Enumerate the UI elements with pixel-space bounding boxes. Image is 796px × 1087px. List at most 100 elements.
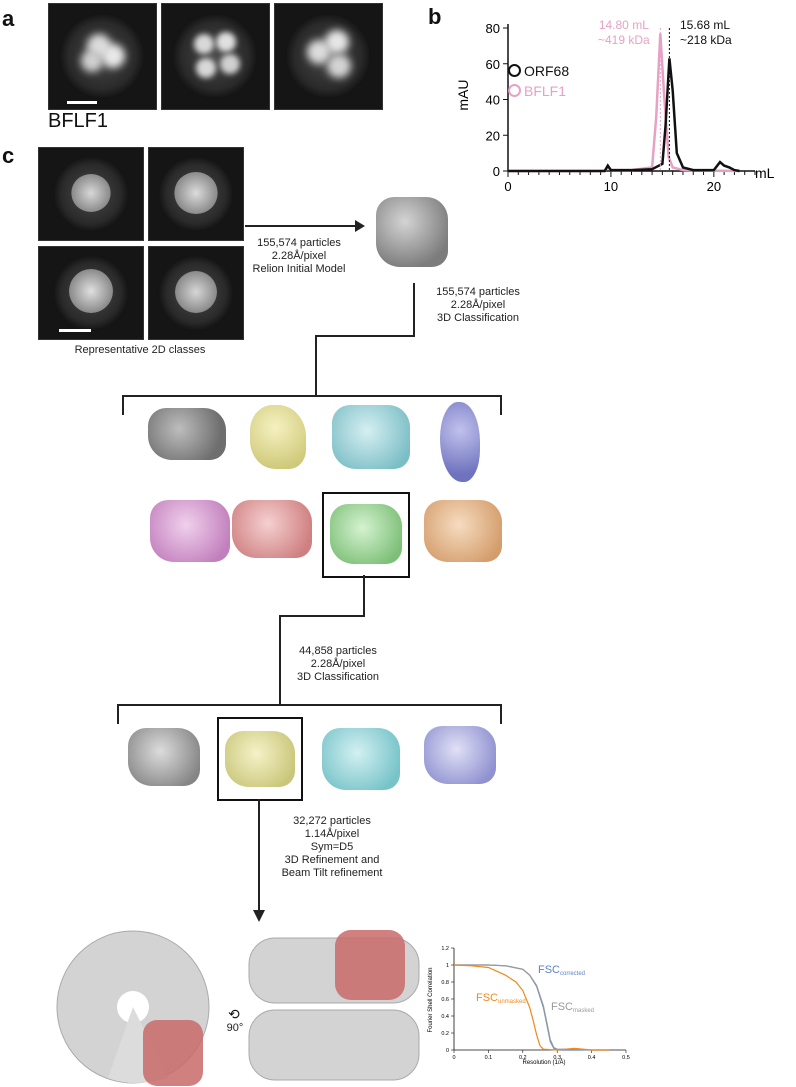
sec-ytick-label: 60 xyxy=(486,57,500,72)
step1-method: Relion Initial Model xyxy=(252,263,346,275)
step3-particles: 44,858 particles xyxy=(299,645,377,657)
panel-a-letter: a xyxy=(2,6,15,31)
final-map-top-view xyxy=(56,930,210,1086)
connector-3c xyxy=(279,615,281,705)
connector-3b xyxy=(279,615,365,617)
fsc-ylabel: Fourier Shell Correlation xyxy=(428,967,434,1032)
sec-series-orf68 xyxy=(508,58,740,173)
bracket-2-left xyxy=(117,704,119,724)
fsc-ytick-label: 0.8 xyxy=(441,980,449,986)
fsc-masked-label: FSCmasked xyxy=(551,1001,594,1014)
class-3d-3-3 xyxy=(322,728,400,790)
sec-xtick-label: 10 xyxy=(604,179,618,194)
panel-a-label: BFLF1 xyxy=(48,110,109,132)
class-2d-3 xyxy=(38,246,144,340)
step4-symmetry: Sym=D5 xyxy=(310,841,354,853)
selected-class-box-2 xyxy=(217,717,303,801)
sec-ytick-label: 0 xyxy=(493,164,500,179)
arrow-initial-model xyxy=(245,225,355,227)
fsc-ytick-label: 0.2 xyxy=(441,1031,449,1037)
step2-method: 3D Classification xyxy=(437,312,519,324)
step2-particles: 155,574 particles xyxy=(436,286,520,298)
em-class-image-1 xyxy=(48,3,157,110)
fsc-xlabel: Resolution (1/Å) xyxy=(522,1059,565,1066)
sec-xtick-label: 0 xyxy=(504,179,511,194)
fsc-xtick-label: 0 xyxy=(452,1055,455,1061)
step4-particles: 32,272 particles xyxy=(293,815,371,827)
legend-bflf1-marker xyxy=(508,84,521,97)
class-3d-3-2 xyxy=(225,731,295,787)
panel-c-letter: c xyxy=(2,143,15,168)
legend-bflf1-label: BFLF1 xyxy=(524,83,567,99)
class-3d-1-1 xyxy=(148,408,226,460)
fsc-ytick-label: 0.4 xyxy=(441,1014,449,1020)
step1-text: 155,574 particles 2.28Å/pixel Relion Ini… xyxy=(243,237,355,276)
step2-pixel: 2.28Å/pixel xyxy=(450,299,506,311)
rotation-label: 90° xyxy=(226,1022,244,1034)
step4-method-1: 3D Refinement and xyxy=(284,854,380,866)
fsc-ytick-label: 1.2 xyxy=(441,946,449,952)
fsc-xtick-label: 0.3 xyxy=(553,1055,561,1061)
sec-xlabel: mL xyxy=(755,165,775,181)
em-class-image-2 xyxy=(161,3,270,110)
class-3d-1-3 xyxy=(332,405,410,469)
fsc-ytick-label: 1 xyxy=(446,963,449,969)
peak2-ml: 15.68 mL xyxy=(680,18,731,32)
step1-pixel: 2.28Å/pixel xyxy=(271,250,327,262)
step3-method: 3D Classification xyxy=(297,671,379,683)
class-3d-2-4 xyxy=(424,500,502,562)
peak1-kda: ~419 kDa xyxy=(598,33,650,47)
scale-bar xyxy=(67,101,97,104)
sec-ytick-label: 80 xyxy=(486,21,500,36)
class-3d-1-2 xyxy=(250,405,306,469)
step4-text: 32,272 particles 1.14Å/pixel Sym=D5 3D R… xyxy=(262,815,402,880)
connector-4 xyxy=(258,799,260,911)
class-2d-1 xyxy=(38,147,144,241)
class-3d-3-1 xyxy=(128,728,200,786)
fsc-series-fsc-masked xyxy=(454,964,609,1051)
bracket-1-right xyxy=(500,395,502,415)
sec-xtick-label: 20 xyxy=(707,179,721,194)
fsc-series-fsc-unmasked xyxy=(453,964,609,1051)
class-3d-3-4 xyxy=(424,726,496,784)
class-2d-2 xyxy=(148,147,244,241)
peak2-kda: ~218 kDa xyxy=(680,33,732,47)
fsc-xtick-label: 0.1 xyxy=(485,1055,493,1061)
subunit-highlight-side xyxy=(335,930,405,1000)
legend-bflf1: BFLF1 xyxy=(508,81,569,101)
peak1-annotation: 14.80 mL ~419 kDa xyxy=(598,18,650,48)
class-3d-2-3 xyxy=(330,504,402,564)
sec-ytick-label: 40 xyxy=(486,93,500,108)
classes-caption: Representative 2D classes xyxy=(74,344,206,356)
bracket-1 xyxy=(122,395,502,397)
fsc-unmasked-label: FSCunmasked xyxy=(476,992,526,1005)
sec-series-bflf1 xyxy=(508,33,740,173)
selected-class-box-1 xyxy=(322,492,410,578)
fsc-ytick-label: 0.6 xyxy=(441,997,449,1003)
class-3d-2-2 xyxy=(232,500,312,558)
bracket-1-left xyxy=(122,395,124,415)
step3-pixel: 2.28Å/pixel xyxy=(310,658,366,670)
step3-text: 44,858 particles 2.28Å/pixel 3D Classifi… xyxy=(283,645,393,684)
class-2d-4 xyxy=(148,246,244,340)
em-class-image-3 xyxy=(274,3,383,110)
subunit-highlight-top xyxy=(143,1020,203,1086)
peak2-annotation: 15.68 mL ~218 kDa xyxy=(680,18,732,48)
bracket-2 xyxy=(117,704,502,706)
legend-orf68: ORF68 xyxy=(508,61,569,81)
fsc-corrected-label: FSCcorrected xyxy=(538,964,585,977)
connector-2a xyxy=(413,283,415,337)
connector-2c xyxy=(315,335,317,397)
class-3d-1-4 xyxy=(440,402,480,482)
step2-text: 155,574 particles 2.28Å/pixel 3D Classif… xyxy=(418,286,538,325)
final-map-side-view xyxy=(248,930,420,1081)
step1-particles: 155,574 particles xyxy=(257,237,341,249)
peak1-ml: 14.80 mL xyxy=(598,18,649,32)
fsc-xtick-label: 0.5 xyxy=(622,1055,630,1061)
initial-model-map xyxy=(376,197,448,267)
panel-b-letter: b xyxy=(428,4,442,29)
fsc-xtick-label: 0.4 xyxy=(588,1055,596,1061)
connector-2b xyxy=(315,335,415,337)
